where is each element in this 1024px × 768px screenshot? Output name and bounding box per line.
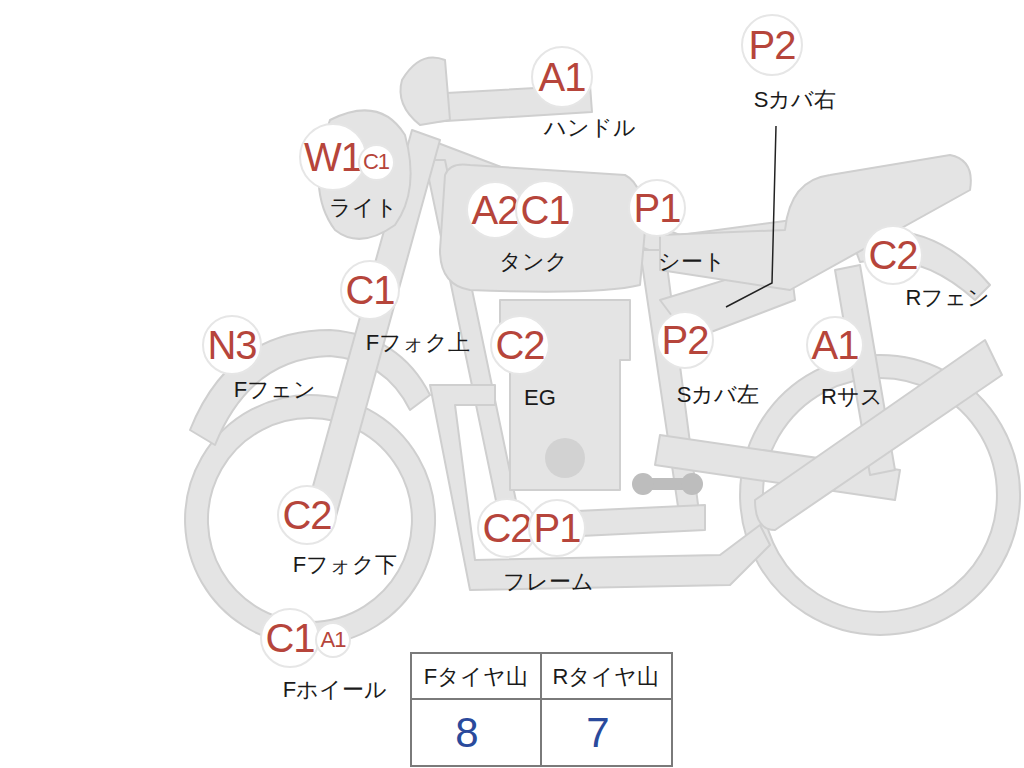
part-name: Fホイール: [283, 678, 387, 702]
grade-code: C1: [363, 151, 389, 173]
grade-circle: C2: [490, 315, 550, 375]
grade-circle: C2: [277, 485, 337, 545]
part-name: Rサス: [821, 385, 883, 409]
part-name: ライト: [329, 196, 398, 220]
engine-cover: [545, 438, 585, 478]
grade-circle: C1: [358, 144, 395, 181]
grade-code: W1: [304, 137, 362, 177]
grade-circle: W1: [299, 123, 367, 191]
tyre-depth-value: 7: [586, 710, 609, 756]
grade-code: A1: [812, 325, 859, 365]
muffler: [755, 340, 1002, 530]
part-name: Fフォク下: [293, 553, 397, 577]
grade-circle: P2: [656, 311, 714, 369]
part-name: シート: [658, 250, 726, 274]
grade-circle: C1: [515, 180, 575, 240]
tyre-table: [411, 653, 672, 766]
grade-code: A1: [539, 57, 586, 97]
grade-circle: A1: [806, 316, 864, 374]
grade-code: A1: [321, 629, 346, 651]
leader-line: [726, 126, 776, 307]
grade-circle: N3: [202, 315, 262, 375]
grade-code: P1: [534, 508, 581, 548]
part-name: Fフェン: [234, 378, 316, 402]
grade-code: P1: [634, 188, 681, 228]
grade-circle: P1: [528, 499, 586, 557]
part-name: タンク: [499, 250, 568, 274]
grade-code: C1: [345, 270, 394, 310]
footpeg: [632, 473, 703, 495]
grade-circle: P1: [628, 179, 686, 237]
table-header: Rタイヤ山: [553, 665, 660, 689]
table-header: Fタイヤ山: [424, 665, 528, 689]
mirror: [400, 58, 450, 126]
fuel-tank: [440, 164, 645, 291]
grade-code: N3: [207, 325, 256, 365]
front-wheel: [185, 395, 435, 645]
grade-code: C2: [495, 325, 544, 365]
part-name: Fフォク上: [366, 331, 470, 355]
part-name: フレーム: [503, 570, 594, 594]
grade-code: C1: [265, 618, 314, 658]
tyre-depth-value: 8: [455, 710, 478, 756]
grade-code: C2: [282, 495, 331, 535]
grade-code: C2: [868, 235, 917, 275]
grade-code: P2: [749, 25, 796, 65]
part-name: Rフェン: [906, 286, 991, 310]
part-name: EG: [524, 386, 556, 410]
grade-code: A2: [472, 190, 519, 230]
grade-code: P2: [662, 320, 709, 360]
grade-code: C2: [482, 508, 531, 548]
grade-circle: A1: [531, 46, 593, 108]
grade-code: C1: [520, 190, 569, 230]
part-name: Sカバ右: [754, 88, 837, 112]
grade-circle: P2: [741, 14, 803, 76]
grade-circle: C1: [260, 608, 320, 668]
grade-circle: C2: [863, 225, 923, 285]
grade-circle: C1: [340, 260, 400, 320]
part-name: ハンドル: [544, 116, 636, 140]
grade-circle: A1: [315, 622, 351, 658]
part-name: Sカバ左: [677, 383, 760, 407]
